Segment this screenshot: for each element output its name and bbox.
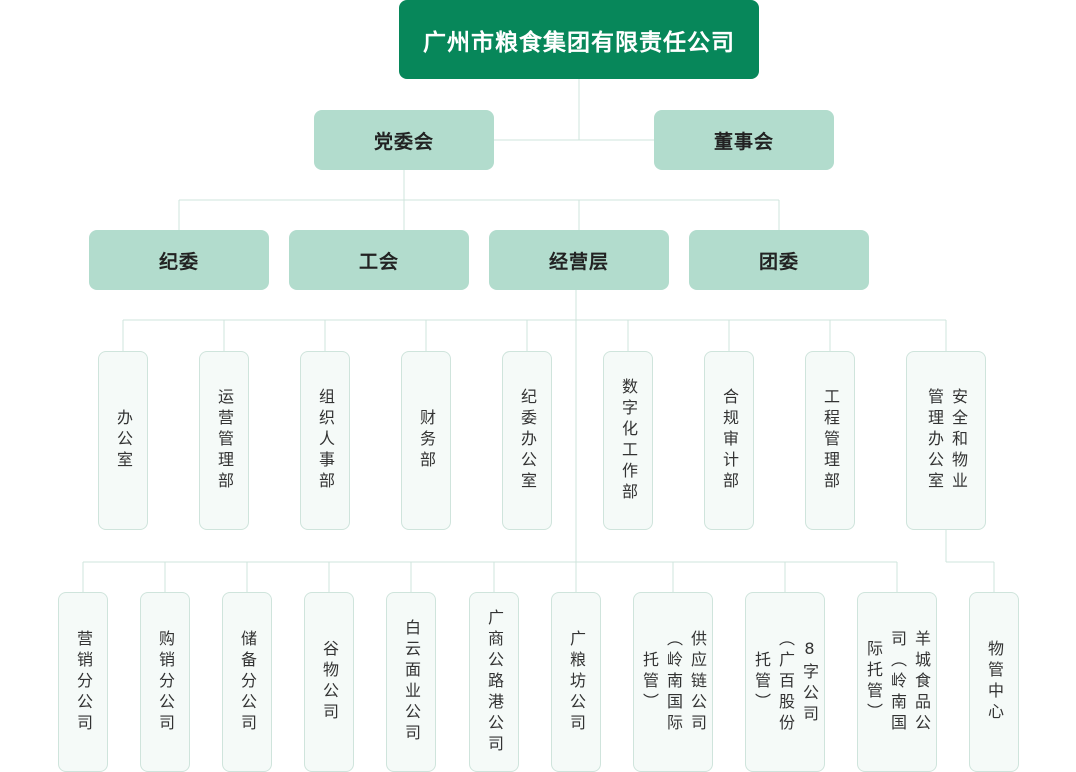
company-box: 谷物公司 bbox=[304, 592, 354, 772]
root-node: 广州市粮食集团有限责任公司 bbox=[399, 0, 759, 79]
company-box: 广粮坊公司 bbox=[551, 592, 601, 772]
company-box: 白云面业公司 bbox=[386, 592, 436, 772]
department-label: 纪委办公室 bbox=[518, 388, 537, 493]
department-label: 安全和物业管理办公室 bbox=[925, 388, 968, 493]
company-label: 广粮坊公司 bbox=[567, 629, 586, 735]
union-label: 工会 bbox=[358, 250, 399, 273]
department-box: 组织人事部 bbox=[300, 351, 350, 530]
department-box: 数字化工作部 bbox=[603, 351, 653, 530]
company-label: 羊城食品公司（岭南国际托管） bbox=[864, 629, 931, 735]
party-committee-label: 党委会 bbox=[373, 130, 434, 153]
company-box: 广商公路港公司 bbox=[469, 592, 519, 772]
department-box: 工程管理部 bbox=[805, 351, 855, 530]
root-label: 广州市粮食集团有限责任公司 bbox=[423, 29, 735, 56]
department-box: 运营管理部 bbox=[199, 351, 249, 530]
company-box: 供应链公司（岭南国际托管） bbox=[633, 592, 713, 772]
department-label: 合规审计部 bbox=[720, 388, 739, 493]
management-label: 经营层 bbox=[548, 250, 609, 273]
department-box: 财务部 bbox=[401, 351, 451, 530]
company-label: 8字公司（广百股份托管） bbox=[752, 629, 819, 735]
company-label: 储备分公司 bbox=[238, 629, 257, 735]
department-label: 工程管理部 bbox=[821, 388, 840, 493]
department-label: 组织人事部 bbox=[316, 388, 335, 493]
department-label: 办公室 bbox=[114, 409, 133, 472]
board-label: 董事会 bbox=[713, 130, 774, 153]
company-label: 供应链公司（岭南国际托管） bbox=[640, 629, 707, 735]
youth-league-label: 团委 bbox=[758, 250, 799, 273]
company-box: 营销分公司 bbox=[58, 592, 108, 772]
department-label: 财务部 bbox=[417, 409, 436, 472]
department-box: 办公室 bbox=[98, 351, 148, 530]
company-label: 谷物公司 bbox=[320, 640, 339, 724]
management-node: 经营层 bbox=[489, 230, 669, 290]
department-label: 数字化工作部 bbox=[619, 377, 638, 504]
company-label: 白云面业公司 bbox=[402, 619, 421, 745]
board-node: 董事会 bbox=[654, 110, 834, 170]
department-box: 合规审计部 bbox=[704, 351, 754, 530]
company-box: 羊城食品公司（岭南国际托管） bbox=[857, 592, 937, 772]
party-committee-node: 党委会 bbox=[314, 110, 494, 170]
company-label: 购销分公司 bbox=[156, 629, 175, 735]
company-box: 储备分公司 bbox=[222, 592, 272, 772]
department-label: 运营管理部 bbox=[215, 388, 234, 493]
company-box: 物管中心 bbox=[969, 592, 1019, 772]
company-label: 营销分公司 bbox=[74, 629, 93, 735]
company-box: 购销分公司 bbox=[140, 592, 190, 772]
union-node: 工会 bbox=[289, 230, 469, 290]
discipline-committee-node: 纪委 bbox=[89, 230, 269, 290]
company-box: 8字公司（广百股份托管） bbox=[745, 592, 825, 772]
company-label: 物管中心 bbox=[985, 640, 1004, 724]
department-box: 纪委办公室 bbox=[502, 351, 552, 530]
department-box: 安全和物业管理办公室 bbox=[906, 351, 986, 530]
youth-league-node: 团委 bbox=[689, 230, 869, 290]
discipline-committee-label: 纪委 bbox=[158, 250, 199, 273]
company-label: 广商公路港公司 bbox=[485, 608, 504, 756]
